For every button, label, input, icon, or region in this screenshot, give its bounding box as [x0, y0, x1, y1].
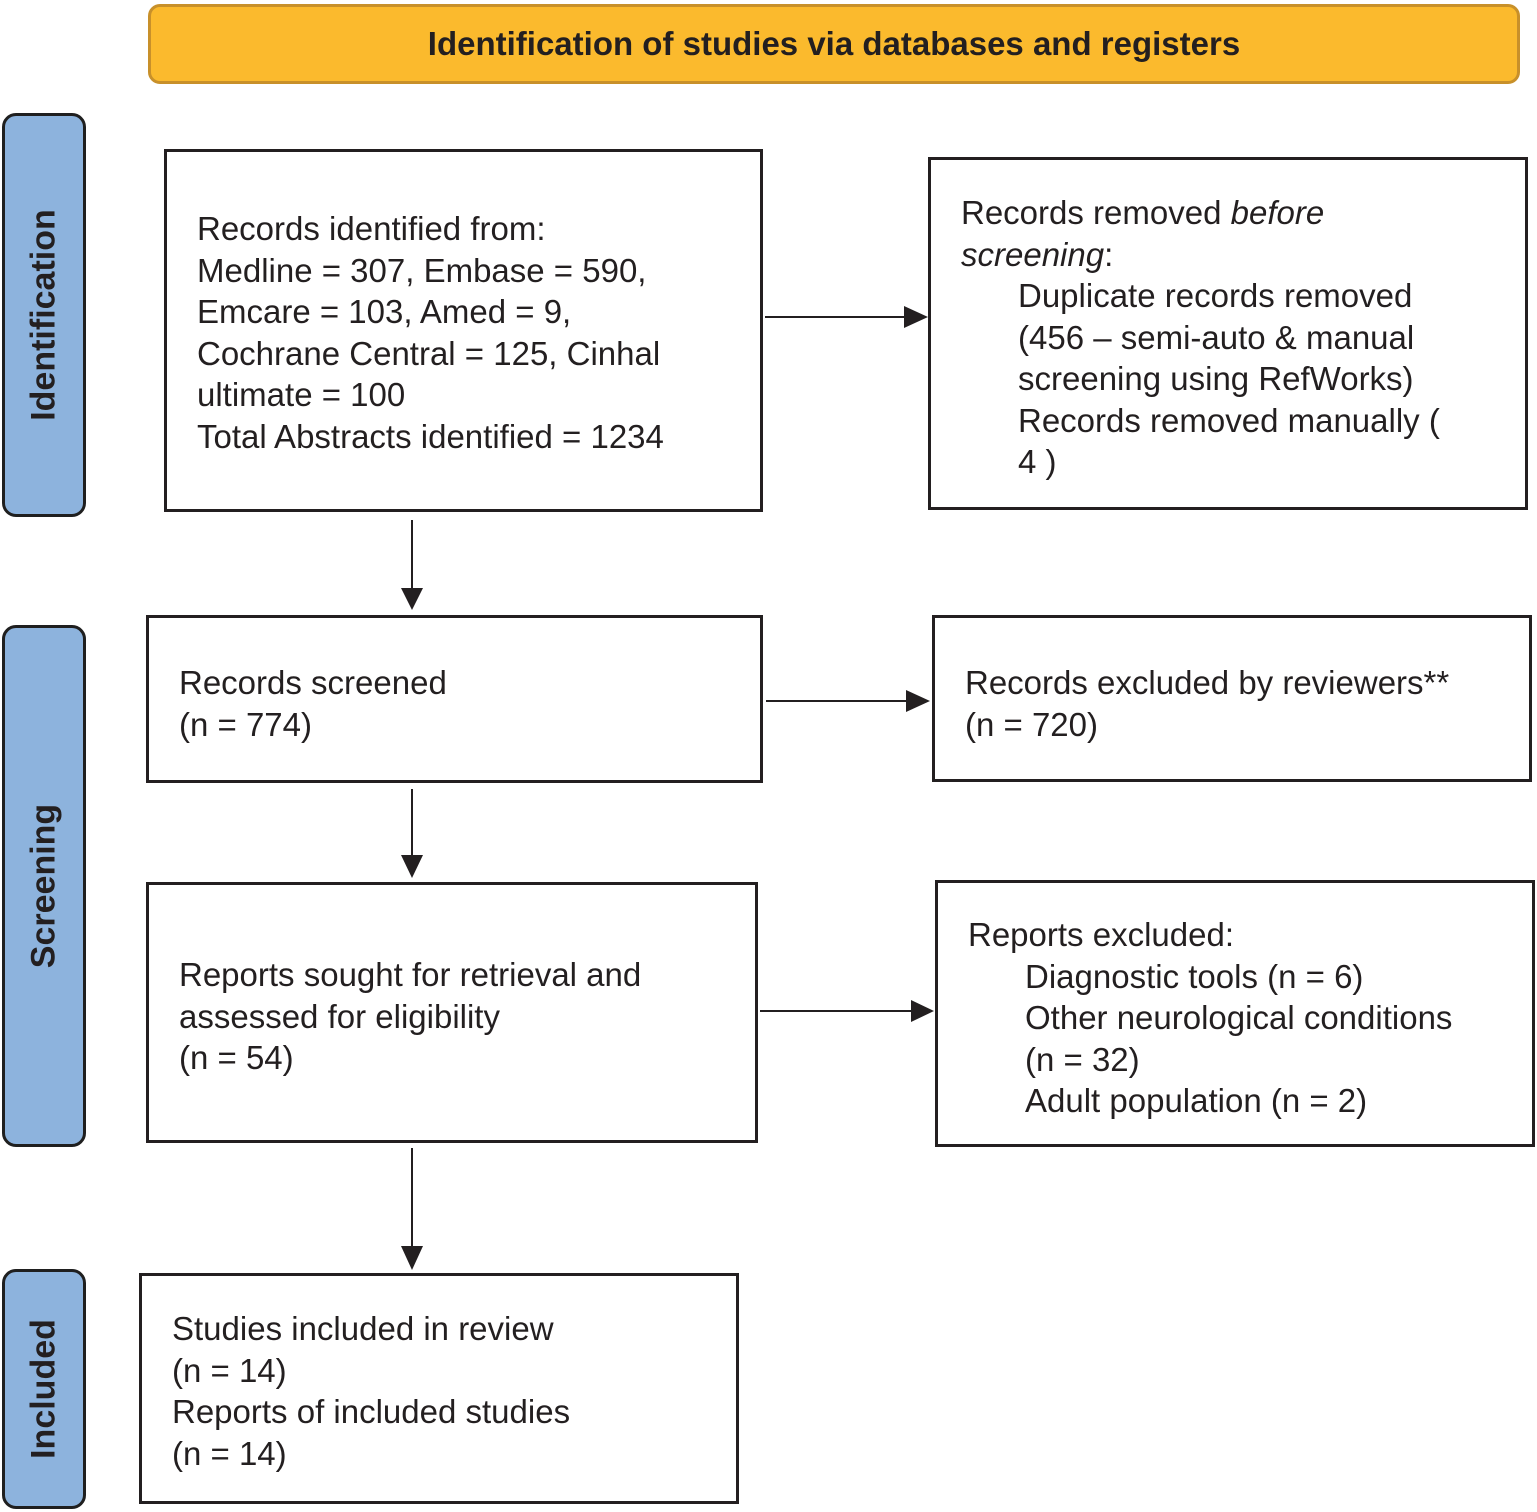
studies-included-count: (n = 14) [172, 1351, 287, 1389]
records-removed-item: (456 – semi-auto & manual [1018, 318, 1415, 356]
records-identified-line: Medline = 307, Embase = 590, [197, 251, 647, 289]
arrowhead [904, 306, 928, 328]
records-screened-box: Records screened (n = 774) [146, 615, 763, 783]
records-removed-box: Records removed before screening: Duplic… [928, 157, 1528, 510]
phase-tab-screening: Screening [2, 625, 86, 1147]
records-removed-item: screening using RefWorks) [1018, 360, 1414, 397]
records-identified-line: Emcare = 103, Amed = 9, [197, 293, 572, 330]
arrowhead [906, 690, 930, 712]
reports-excluded-item: Other neurological conditions [1025, 999, 1453, 1036]
reports-included-line: Reports of included studies [172, 1393, 571, 1430]
arrowhead [401, 588, 423, 610]
reports-included-count: (n = 14) [172, 1434, 287, 1472]
reports-sought-box: Reports sought for retrieval and assesse… [146, 882, 758, 1143]
records-screened-line: Records screened [179, 664, 447, 701]
header-title: Identification of studies via databases … [427, 25, 1241, 62]
records-removed-heading: Records removed before [961, 194, 1325, 231]
records-identified-line: Records identified from: [197, 210, 546, 247]
reports-sought-line: Reports sought for retrieval and [179, 956, 642, 993]
arrowhead [911, 1000, 934, 1022]
reports-excluded-item: (n = 32) [1025, 1040, 1140, 1078]
phase-label-screening: Screening [24, 803, 63, 969]
records-identified-box: Records identified from: Medline = 307, … [164, 149, 763, 512]
phase-tab-identification: Identification [2, 113, 86, 517]
records-identified-line: Cochrane Central = 125, Cinhal [197, 334, 661, 372]
arrowhead [401, 1246, 423, 1270]
records-removed-item: Records removed manually ( [1018, 401, 1440, 439]
records-excluded-box: Records excluded by reviewers** (n = 720… [932, 615, 1532, 782]
studies-included-box: Studies included in review (n = 14) Repo… [139, 1273, 739, 1504]
header-banner: Identification of studies via databases … [148, 4, 1520, 84]
records-removed-heading-cont: screening: [961, 235, 1114, 273]
records-excluded-line: Records excluded by reviewers** [965, 664, 1450, 701]
records-identified-line: ultimate = 100 [197, 376, 406, 413]
phase-label-identification: Identification [24, 209, 63, 421]
records-excluded-count: (n = 720) [965, 705, 1098, 743]
studies-included-line: Studies included in review [172, 1310, 554, 1347]
records-screened-count: (n = 774) [179, 705, 312, 743]
records-removed-item: 4 ) [1018, 443, 1057, 480]
reports-excluded-item: Adult population (n = 2) [1025, 1082, 1368, 1119]
reports-sought-count: (n = 54) [179, 1039, 294, 1076]
reports-excluded-box: Reports excluded: Diagnostic tools (n = … [935, 880, 1535, 1147]
reports-sought-line: assessed for eligibility [179, 997, 500, 1035]
phase-label-included: Included [24, 1319, 63, 1459]
reports-excluded-item: Diagnostic tools (n = 6) [1025, 957, 1364, 995]
arrowhead [401, 855, 423, 878]
records-identified-line: Total Abstracts identified = 1234 [197, 417, 664, 455]
reports-excluded-title: Reports excluded: [968, 916, 1234, 953]
phase-tab-included: Included [2, 1269, 86, 1509]
records-removed-item: Duplicate records removed [1018, 277, 1413, 314]
